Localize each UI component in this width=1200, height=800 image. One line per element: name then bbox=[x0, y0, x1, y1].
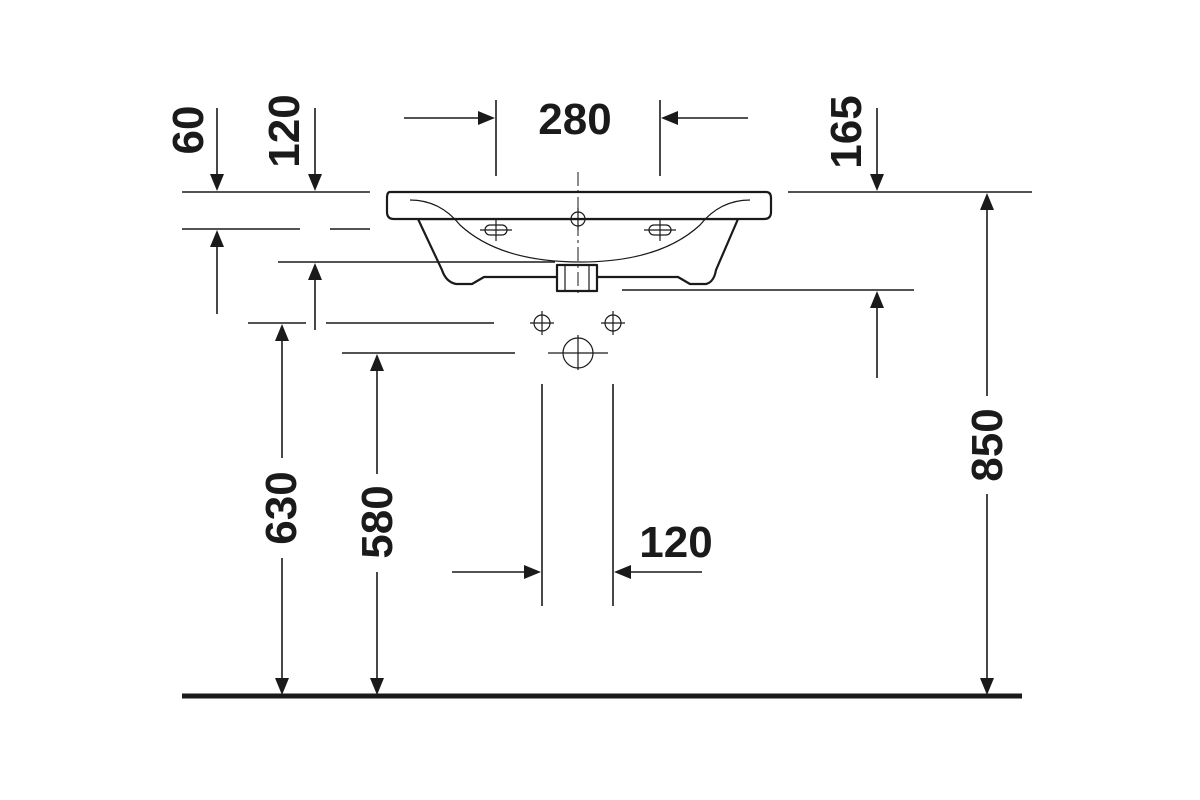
dimension-label-120-top: 120 bbox=[260, 94, 309, 167]
waste-connection bbox=[548, 335, 608, 370]
dimension-630: 630 bbox=[257, 324, 306, 695]
dimension-label-280: 280 bbox=[538, 95, 611, 144]
dimension-165: 165 bbox=[822, 95, 884, 378]
tap-hole-right bbox=[644, 219, 676, 241]
extension-lines bbox=[182, 100, 1032, 606]
dimension-120-bottom: 120 bbox=[452, 518, 713, 579]
dimension-label-120-bottom: 120 bbox=[639, 518, 712, 567]
tap-hole-center bbox=[570, 208, 586, 230]
dimension-label-850: 850 bbox=[963, 408, 1012, 481]
dimension-580: 580 bbox=[353, 354, 402, 695]
supply-connection-left bbox=[530, 311, 554, 335]
dimension-label-630: 630 bbox=[257, 471, 306, 544]
dimension-850: 850 bbox=[963, 193, 1012, 695]
washbasin-outline bbox=[385, 190, 773, 293]
supply-connection-right bbox=[601, 311, 625, 335]
dimension-120-top: 120 bbox=[260, 94, 322, 330]
dimension-label-165: 165 bbox=[822, 95, 871, 168]
dimension-60: 60 bbox=[164, 106, 224, 314]
dimension-label-60: 60 bbox=[164, 106, 213, 155]
dimension-280: 280 bbox=[404, 95, 748, 144]
dimension-label-580: 580 bbox=[353, 485, 402, 558]
tap-hole-left bbox=[480, 219, 512, 241]
